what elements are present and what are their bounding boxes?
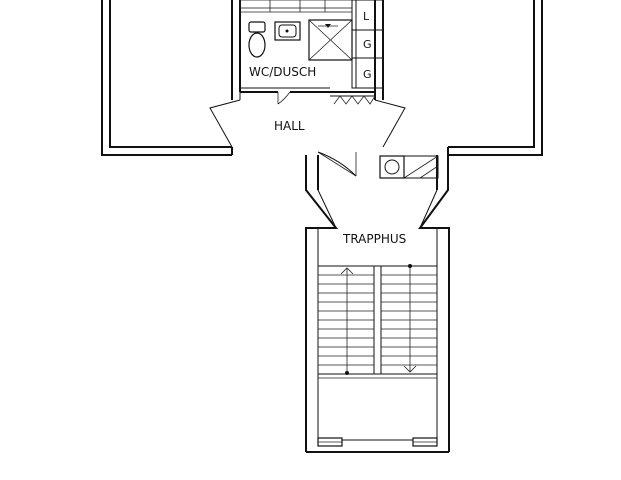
cabinet-column: L G G: [351, 0, 384, 89]
stair-flights: [317, 264, 438, 379]
closet-doors: [330, 91, 376, 105]
hall: HALL: [209, 92, 406, 177]
bathroom: WC/DUSCH: [239, 0, 353, 105]
wc-label: WC/DUSCH: [249, 65, 316, 79]
apartment-walls: [101, 0, 543, 156]
toilet-symbol: [248, 21, 266, 58]
stairwell-walls: [305, 155, 450, 453]
cabinet-label-3: G: [363, 68, 372, 81]
cabinet-label-1: L: [363, 10, 370, 23]
stair-label: TRAPPHUS: [342, 232, 406, 246]
cabinet-label-2: G: [363, 38, 372, 51]
utility-box: [379, 155, 439, 179]
shower-symbol: [308, 19, 353, 61]
hall-label: HALL: [274, 119, 305, 133]
sink-symbol: [274, 21, 301, 41]
